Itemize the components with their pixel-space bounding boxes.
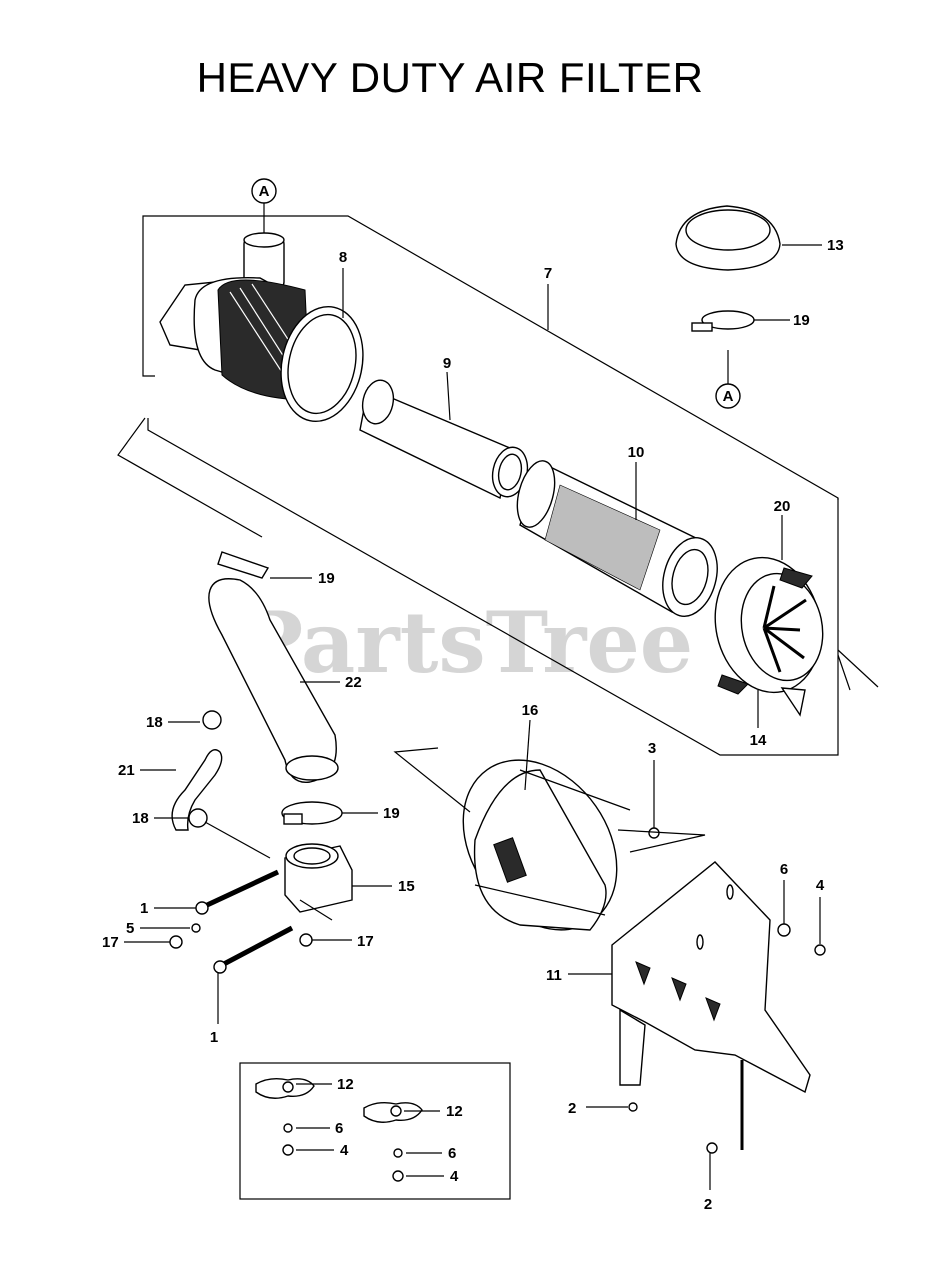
label-12-right: 12 [446,1103,463,1120]
nut-right [299,933,313,947]
label-6-right: 6 [780,861,788,878]
bolt-band [648,827,660,839]
leader-lines [124,244,822,1190]
label-10: 10 [628,444,645,461]
label-3: 3 [648,740,656,757]
label-19-top: 19 [793,312,810,329]
bolt-plate-rear [706,1142,718,1154]
page-title: HEAVY DUTY AIR FILTER [196,54,704,101]
label-16: 16 [522,702,539,719]
label-6-left: 6 [335,1120,343,1137]
inlet-adapter [284,843,353,913]
nut-plate [814,944,826,956]
svg-text:A: A [723,388,734,405]
label-2-rear: 2 [704,1196,712,1213]
label-9: 9 [443,355,451,372]
mounting-plate [611,861,811,1150]
label-11: 11 [546,967,562,984]
label-18-bottom: 18 [132,810,149,827]
label-7: 7 [544,265,552,282]
label-14: 14 [750,732,767,749]
label-5: 5 [126,920,134,937]
hose-clamp-top [691,310,755,332]
label-2-front: 2 [568,1100,576,1117]
label-22: 22 [345,674,362,691]
label-1-upper: 1 [140,900,148,917]
label-21: 21 [118,762,135,779]
ref-marker-a-top: A [251,178,277,236]
label-4-inset-right: 4 [450,1168,459,1185]
hose-clamp-middle [281,801,343,825]
label-18-top: 18 [146,714,163,731]
air-cleaner-housing [159,232,364,423]
bolt-lower [213,925,294,974]
label-12-left: 12 [337,1076,354,1093]
outer-filter-element [516,460,718,617]
washer [191,923,201,933]
label-20: 20 [774,498,791,515]
label-1-lower: 1 [210,1029,218,1046]
breather-hose [171,710,223,831]
label-13: 13 [827,237,844,254]
label-4-left: 4 [340,1142,349,1159]
svg-text:A: A [259,183,270,200]
gasket-inset-box [239,1062,511,1200]
washer-right [777,923,791,937]
label-8: 8 [339,249,347,266]
label-6-inset-right: 6 [448,1145,456,1162]
label-19-middle: 19 [383,805,400,822]
nut-left [169,935,183,949]
bolt-plate-front [628,1102,638,1112]
label-17-left: 17 [102,934,119,951]
assembly-outline [117,215,879,756]
bolt-upper [195,869,280,915]
label-17-right: 17 [357,933,374,950]
end-cover [714,556,824,717]
mounting-band [393,747,631,931]
label-15: 15 [398,878,415,895]
part-labels: 8 7 9 10 13 19 20 14 19 22 18 21 18 19 1… [102,237,844,1213]
inner-filter-element [359,379,529,500]
intake-hose [208,551,339,784]
precleaner-cap [675,205,781,271]
watermark: PartsTree [240,593,693,692]
ref-marker-a-bottom: A [715,350,741,409]
label-19-hose: 19 [318,570,335,587]
label-4-right: 4 [816,877,825,894]
